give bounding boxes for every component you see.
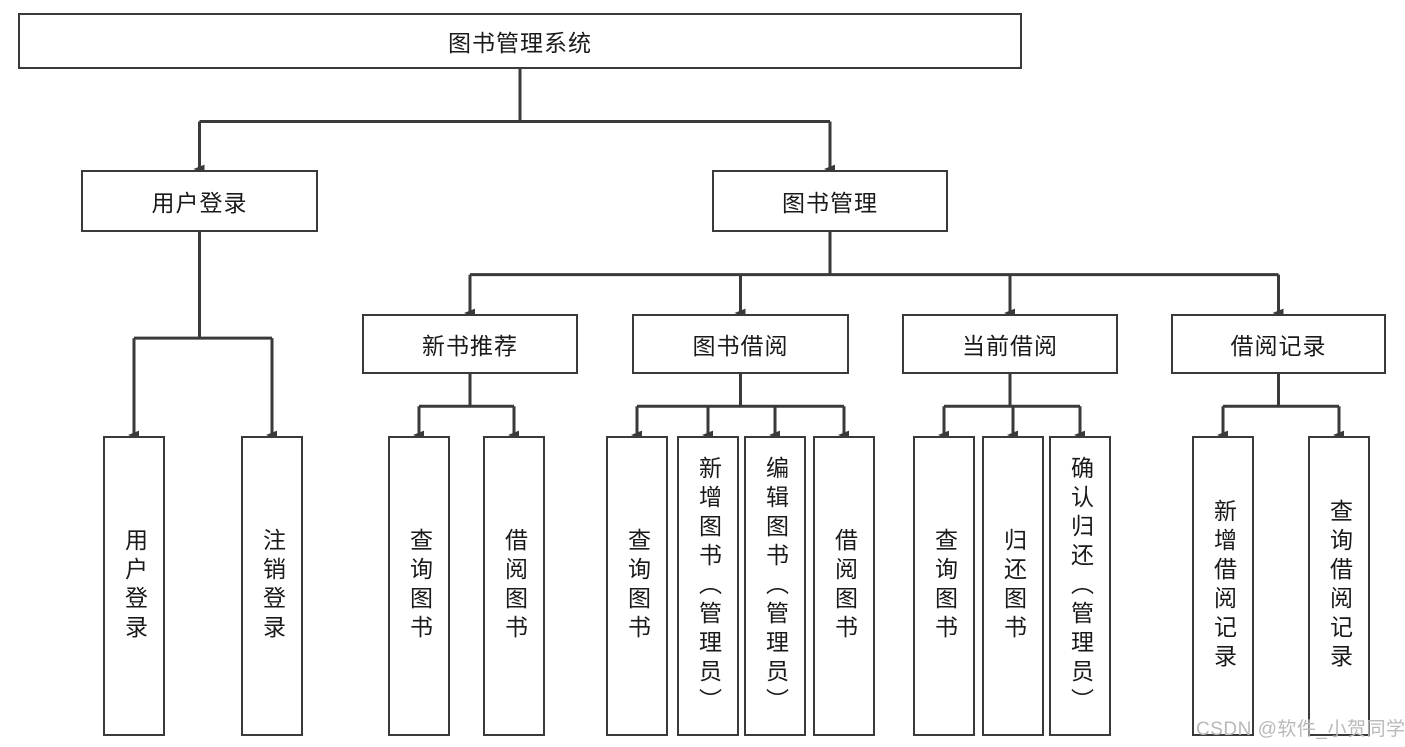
node-label: 确认归还（管理员）	[1067, 455, 1094, 717]
node-label: 借阅记录	[1230, 333, 1327, 359]
node-label: 归还图书	[1000, 528, 1027, 644]
node-borrow-record[interactable]: 借阅记录	[1171, 314, 1386, 374]
node-root[interactable]: 图书管理系统	[18, 13, 1022, 69]
node-leaf-query-book-rec[interactable]: 查询图书	[388, 436, 450, 736]
node-label: 新书推荐	[422, 333, 518, 359]
node-leaf-borrow-book[interactable]: 借阅图书	[813, 436, 875, 736]
node-label: 借阅图书	[501, 528, 528, 644]
node-label: 注销登录	[259, 528, 286, 644]
node-leaf-edit-book-admin[interactable]: 编辑图书（管理员）	[744, 436, 806, 736]
node-label: 图书借阅	[692, 333, 789, 359]
node-label: 借阅图书	[831, 528, 858, 644]
node-leaf-user-login[interactable]: 用户登录	[103, 436, 165, 736]
node-new-book-recommend[interactable]: 新书推荐	[362, 314, 578, 374]
node-user-login[interactable]: 用户登录	[81, 170, 318, 232]
node-leaf-query-borrow-record[interactable]: 查询借阅记录	[1308, 436, 1370, 736]
node-label: 查询图书	[931, 528, 958, 644]
node-label: 图书管理系统	[448, 30, 592, 56]
node-current-borrow[interactable]: 当前借阅	[902, 314, 1118, 374]
csdn-watermark: CSDN @软件_小贺同学	[1196, 719, 1405, 740]
node-book-manage[interactable]: 图书管理	[712, 170, 948, 232]
node-label: 当前借阅	[962, 333, 1058, 359]
node-label: 用户登录	[121, 528, 148, 644]
node-leaf-return-book[interactable]: 归还图书	[982, 436, 1044, 736]
node-label: 图书管理	[782, 190, 878, 216]
node-book-borrow[interactable]: 图书借阅	[632, 314, 849, 374]
node-label: 查询图书	[406, 528, 433, 644]
node-leaf-query-book-cur[interactable]: 查询图书	[913, 436, 975, 736]
node-label: 用户登录	[151, 190, 248, 216]
node-label: 查询借阅记录	[1326, 499, 1353, 673]
node-leaf-add-book-admin[interactable]: 新增图书（管理员）	[677, 436, 739, 736]
node-label: 新增借阅记录	[1210, 499, 1237, 673]
node-leaf-query-book-borrow[interactable]: 查询图书	[606, 436, 668, 736]
node-leaf-logout[interactable]: 注销登录	[241, 436, 303, 736]
node-label: 新增图书（管理员）	[695, 455, 722, 717]
node-label: 编辑图书（管理员）	[762, 455, 789, 717]
node-leaf-add-borrow-record[interactable]: 新增借阅记录	[1192, 436, 1254, 736]
node-leaf-confirm-return-admin[interactable]: 确认归还（管理员）	[1049, 436, 1111, 736]
node-leaf-borrow-book-rec[interactable]: 借阅图书	[483, 436, 545, 736]
node-label: 查询图书	[624, 528, 651, 644]
